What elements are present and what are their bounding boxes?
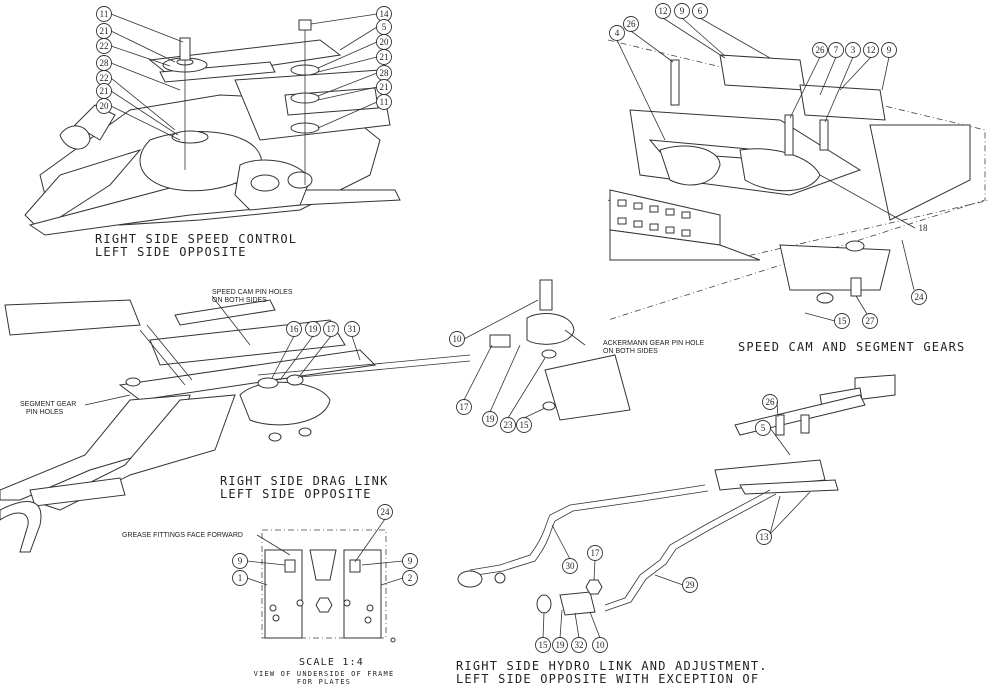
callout-label: 26	[816, 45, 826, 55]
callout-label: 19	[556, 640, 566, 650]
frame-holes	[617, 199, 691, 237]
speed-control-leaders	[110, 13, 378, 141]
speed-cam-caption: SPEED CAM AND SEGMENT GEARS	[738, 340, 965, 354]
callout-label: 13	[760, 532, 770, 542]
ackermann-note-line-2: ON BOTH SIDES	[603, 348, 658, 355]
callout-label: 5	[761, 423, 766, 433]
callout-label: 28	[100, 58, 110, 68]
hydro-link-leaders	[542, 401, 811, 639]
underside-leaders	[246, 518, 404, 586]
callout-label: 21	[380, 52, 389, 62]
callout-label: 29	[686, 580, 696, 590]
callout-label: 15	[838, 316, 848, 326]
callout-label: 20	[380, 37, 390, 47]
drag-link-assembly: 16 19 17 31	[0, 295, 471, 553]
drag-link-leaders	[84, 295, 361, 406]
link-detail: 10 17 19 23 15	[449, 279, 631, 433]
drag-link-callouts: 16 19 17 31	[286, 321, 360, 337]
speed-cam-leaders	[616, 17, 916, 322]
callout-label: 9	[887, 45, 892, 55]
speed-cam-assembly: 26 4 12 9 6 26 3 7 12 9 18 24 15 27	[607, 3, 991, 329]
callout-label: 10	[596, 640, 606, 650]
hydro-link-caption-line-2: LEFT SIDE OPPOSITE WITH EXCEPTION OF	[456, 672, 759, 686]
callout-label: 7	[834, 45, 839, 55]
ackermann-note-line-1: ACKERMANN GEAR PIN HOLE	[603, 340, 704, 347]
drag-link-caption-line-2: LEFT SIDE OPPOSITE	[220, 487, 372, 501]
link-detail-callouts: 10 17 19 23 15	[449, 331, 532, 433]
grease-fittings-note: GREASE FITTINGS FACE FORWARD	[122, 532, 243, 539]
underside-caption-line-2: FOR PLATES	[297, 678, 351, 686]
callout-label: 22	[100, 73, 109, 83]
callout-label: 21	[100, 26, 109, 36]
callout-label: 31	[348, 324, 357, 334]
callout-label: 12	[659, 6, 668, 16]
callout-label: 17	[460, 402, 470, 412]
callout-label: 26	[766, 397, 776, 407]
speed-control-callouts: 11 21 22 28 22 21 20 14 5 20 21 28 21 11	[96, 6, 392, 114]
link-detail-leaders	[463, 299, 586, 419]
callout-label: 27	[866, 316, 876, 326]
callout-label: 18	[919, 223, 929, 233]
callout-label: 17	[327, 324, 337, 334]
callout-label: 28	[380, 68, 390, 78]
segment-gear-note-line-2: PIN HOLES	[26, 409, 64, 416]
callout-label: 30	[566, 561, 576, 571]
callout-label: 9	[238, 556, 243, 566]
callout-label: 26	[627, 19, 637, 29]
callout-label: 23	[504, 420, 514, 430]
drag-link-caption-line-1: RIGHT SIDE DRAG LINK	[220, 474, 389, 488]
callout-label: 4	[615, 28, 620, 38]
callout-label: 19	[309, 324, 319, 334]
hydro-link-assembly: 26 5 13 30 29 17 15 19 32 10	[457, 374, 896, 653]
underside-caption-line-1: VIEW OF UNDERSIDE OF FRAME	[254, 670, 395, 678]
scale-caption: SCALE 1:4	[299, 657, 364, 668]
speed-cam-pin-note-line-1: SPEED CAM PIN HOLES	[212, 289, 293, 296]
callout-label: 15	[520, 420, 530, 430]
callout-label: 6	[698, 6, 703, 16]
callout-label: 9	[408, 556, 413, 566]
callout-label: 24	[915, 292, 925, 302]
callout-label: 11	[380, 97, 389, 107]
callout-label: 21	[380, 82, 389, 92]
callout-label: 17	[591, 548, 601, 558]
callout-label: 5	[382, 22, 387, 32]
callout-label: 11	[100, 9, 109, 19]
speed-cam-callouts: 26 4 12 9 6 26 3 7 12 9 18 24 15 27	[609, 3, 929, 329]
callout-label: 12	[867, 45, 876, 55]
speed-control-caption-line-1: RIGHT SIDE SPEED CONTROL	[95, 232, 297, 246]
hydro-link-caption-line-1: RIGHT SIDE HYDRO LINK AND ADJUSTMENT.	[456, 659, 768, 673]
speed-cam-pin-note-line-2: ON BOTH SIDES	[212, 297, 267, 304]
underside-callouts: 9 1 24 9 2	[232, 504, 418, 586]
callout-label: 22	[100, 41, 109, 51]
callout-label: 32	[575, 640, 584, 650]
speed-control-assembly: 11 21 22 28 22 21 20 14 5 20 21 28 21 11	[24, 6, 401, 236]
callout-label: 20	[100, 101, 110, 111]
segment-gear-note-line-1: SEGMENT GEAR	[20, 401, 76, 408]
speed-control-caption-line-2: LEFT SIDE OPPOSITE	[95, 245, 247, 259]
underside-plates-view: 9 1 24 9 2	[232, 504, 418, 643]
callout-label: 21	[100, 86, 109, 96]
callout-label: 10	[453, 334, 463, 344]
callout-label: 14	[380, 9, 390, 19]
callout-label: 19	[486, 414, 496, 424]
callout-label: 1	[238, 573, 243, 583]
callout-label: 15	[539, 640, 549, 650]
callout-label: 16	[290, 324, 300, 334]
callout-label: 2	[408, 573, 413, 583]
callout-label: 24	[381, 507, 391, 517]
callout-label: 3	[851, 45, 856, 55]
callout-label: 9	[680, 6, 685, 16]
